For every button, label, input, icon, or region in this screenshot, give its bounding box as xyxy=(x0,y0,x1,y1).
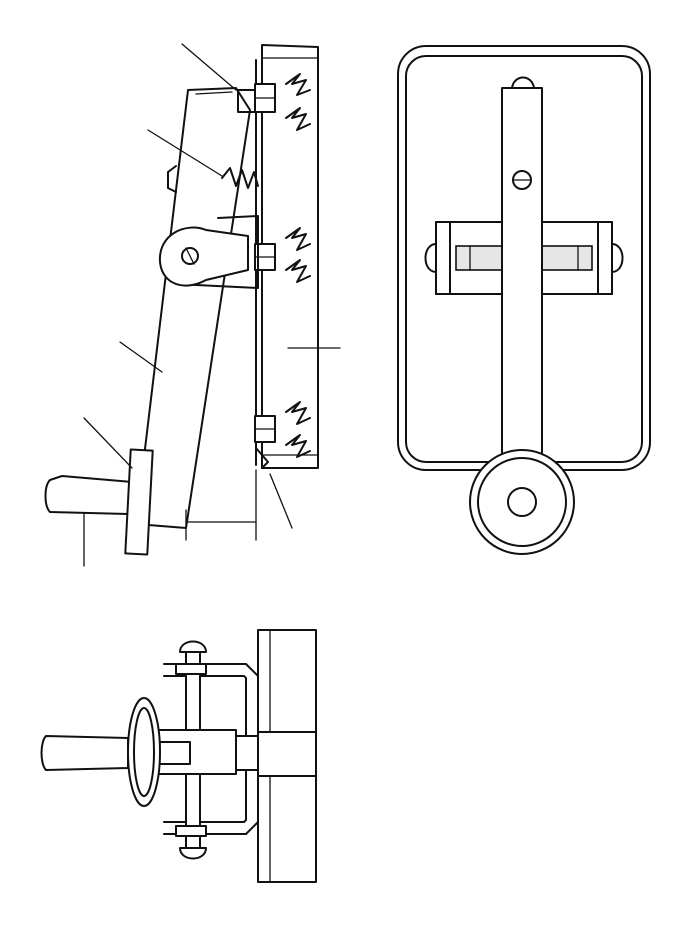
fastener-bottom xyxy=(254,415,276,469)
spring xyxy=(221,167,259,189)
end-handwheel xyxy=(127,697,161,807)
leader-line-4 xyxy=(83,417,133,469)
end-base xyxy=(257,629,317,883)
pivot-lug xyxy=(158,226,249,287)
central-boss xyxy=(147,729,259,775)
leader-line-6 xyxy=(269,473,293,529)
end-view xyxy=(40,629,317,883)
leader-line-1 xyxy=(181,43,237,91)
leader-line-2 xyxy=(147,129,223,177)
tilted-arm xyxy=(135,87,259,529)
central-arm xyxy=(501,76,543,461)
handwheel xyxy=(469,449,575,555)
shaft xyxy=(175,640,207,860)
side-view xyxy=(44,43,341,567)
fastener-top xyxy=(237,83,276,113)
leader-lines xyxy=(83,43,341,567)
end-handle xyxy=(40,735,129,771)
top-view xyxy=(397,45,651,555)
dimension-marks xyxy=(185,469,257,541)
handle-grip xyxy=(44,448,154,556)
leader-line-3 xyxy=(119,341,163,373)
